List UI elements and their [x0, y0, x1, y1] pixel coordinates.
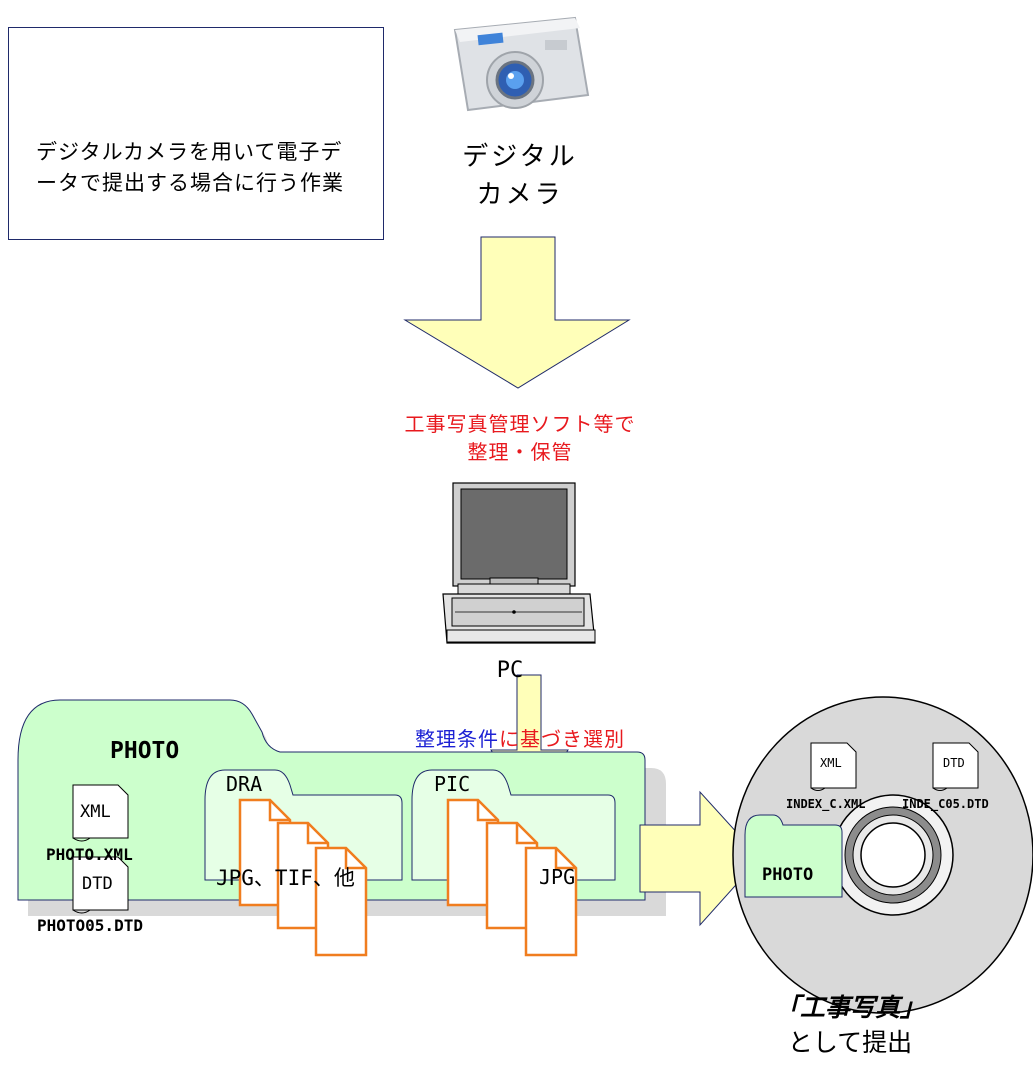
photo-xml-icon-label: XML [80, 802, 111, 822]
photo-folder-title: PHOTO [110, 738, 180, 764]
disc-dtd-icon-label: DTD [943, 756, 965, 770]
selection-action: に基づき選別 [499, 727, 625, 751]
disc-xml-filename: INDEX_C.XML [786, 797, 866, 811]
photo-dtd-doc-icon [72, 856, 129, 911]
legend-description: デジタルカメラを用いて電子デ ータで提出する場合に行う作業 [36, 137, 376, 199]
submission-caption: 「工事写真」 として提出 [760, 990, 940, 1060]
selection-text: 整理条件に基づき選別 [415, 723, 625, 752]
disc-photo-folder [744, 814, 843, 898]
photo-dtd-filename: PHOTO05.DTD [37, 916, 143, 935]
right-arrow [639, 790, 761, 927]
camera-icon [453, 16, 590, 112]
dra-folder-contents: JPG、TIF、他 [216, 866, 355, 890]
legend-line-1: デジタルカメラを用いて電子デ [36, 140, 343, 164]
disc-xml-icon-label: XML [820, 756, 842, 770]
pic-image-files-icon [446, 798, 578, 957]
legend-box [8, 27, 384, 240]
photo-xml-filename: PHOTO.XML [46, 845, 133, 864]
photo-dtd-icon-label: DTD [82, 874, 113, 894]
legend-line-2: ータで提出する場合に行う作業 [36, 171, 344, 195]
camera-label-line-1: デジタル [462, 142, 578, 172]
selection-condition: 整理条件 [415, 727, 499, 751]
dra-folder-title: DRA [226, 772, 263, 796]
submission-line-1: 「工事写真」 [774, 993, 925, 1022]
disc-photo-folder-label: PHOTO [762, 865, 814, 885]
disc-xml-doc-icon [810, 742, 857, 789]
process-line-2: 整理・保管 [467, 440, 573, 464]
pic-folder-contents: JPG [539, 865, 576, 889]
dra-image-files-icon [238, 798, 368, 957]
disc-dtd-filename: INDE_C05.DTD [902, 797, 989, 811]
pic-folder-title: PIC [434, 772, 471, 796]
process-line-1: 工事写真管理ソフト等で [404, 412, 636, 436]
camera-label: デジタル カメラ [440, 138, 600, 214]
submission-line-2: として提出 [787, 1028, 913, 1057]
pc-label: PC [496, 658, 524, 683]
disc-dtd-doc-icon [932, 742, 979, 789]
down-arrow-large [403, 236, 631, 389]
camera-label-line-2: カメラ [476, 180, 564, 210]
laptop-icon [442, 482, 596, 644]
photo-xml-doc-icon [72, 784, 129, 839]
process-text: 工事写真管理ソフト等で 整理・保管 [330, 410, 710, 466]
